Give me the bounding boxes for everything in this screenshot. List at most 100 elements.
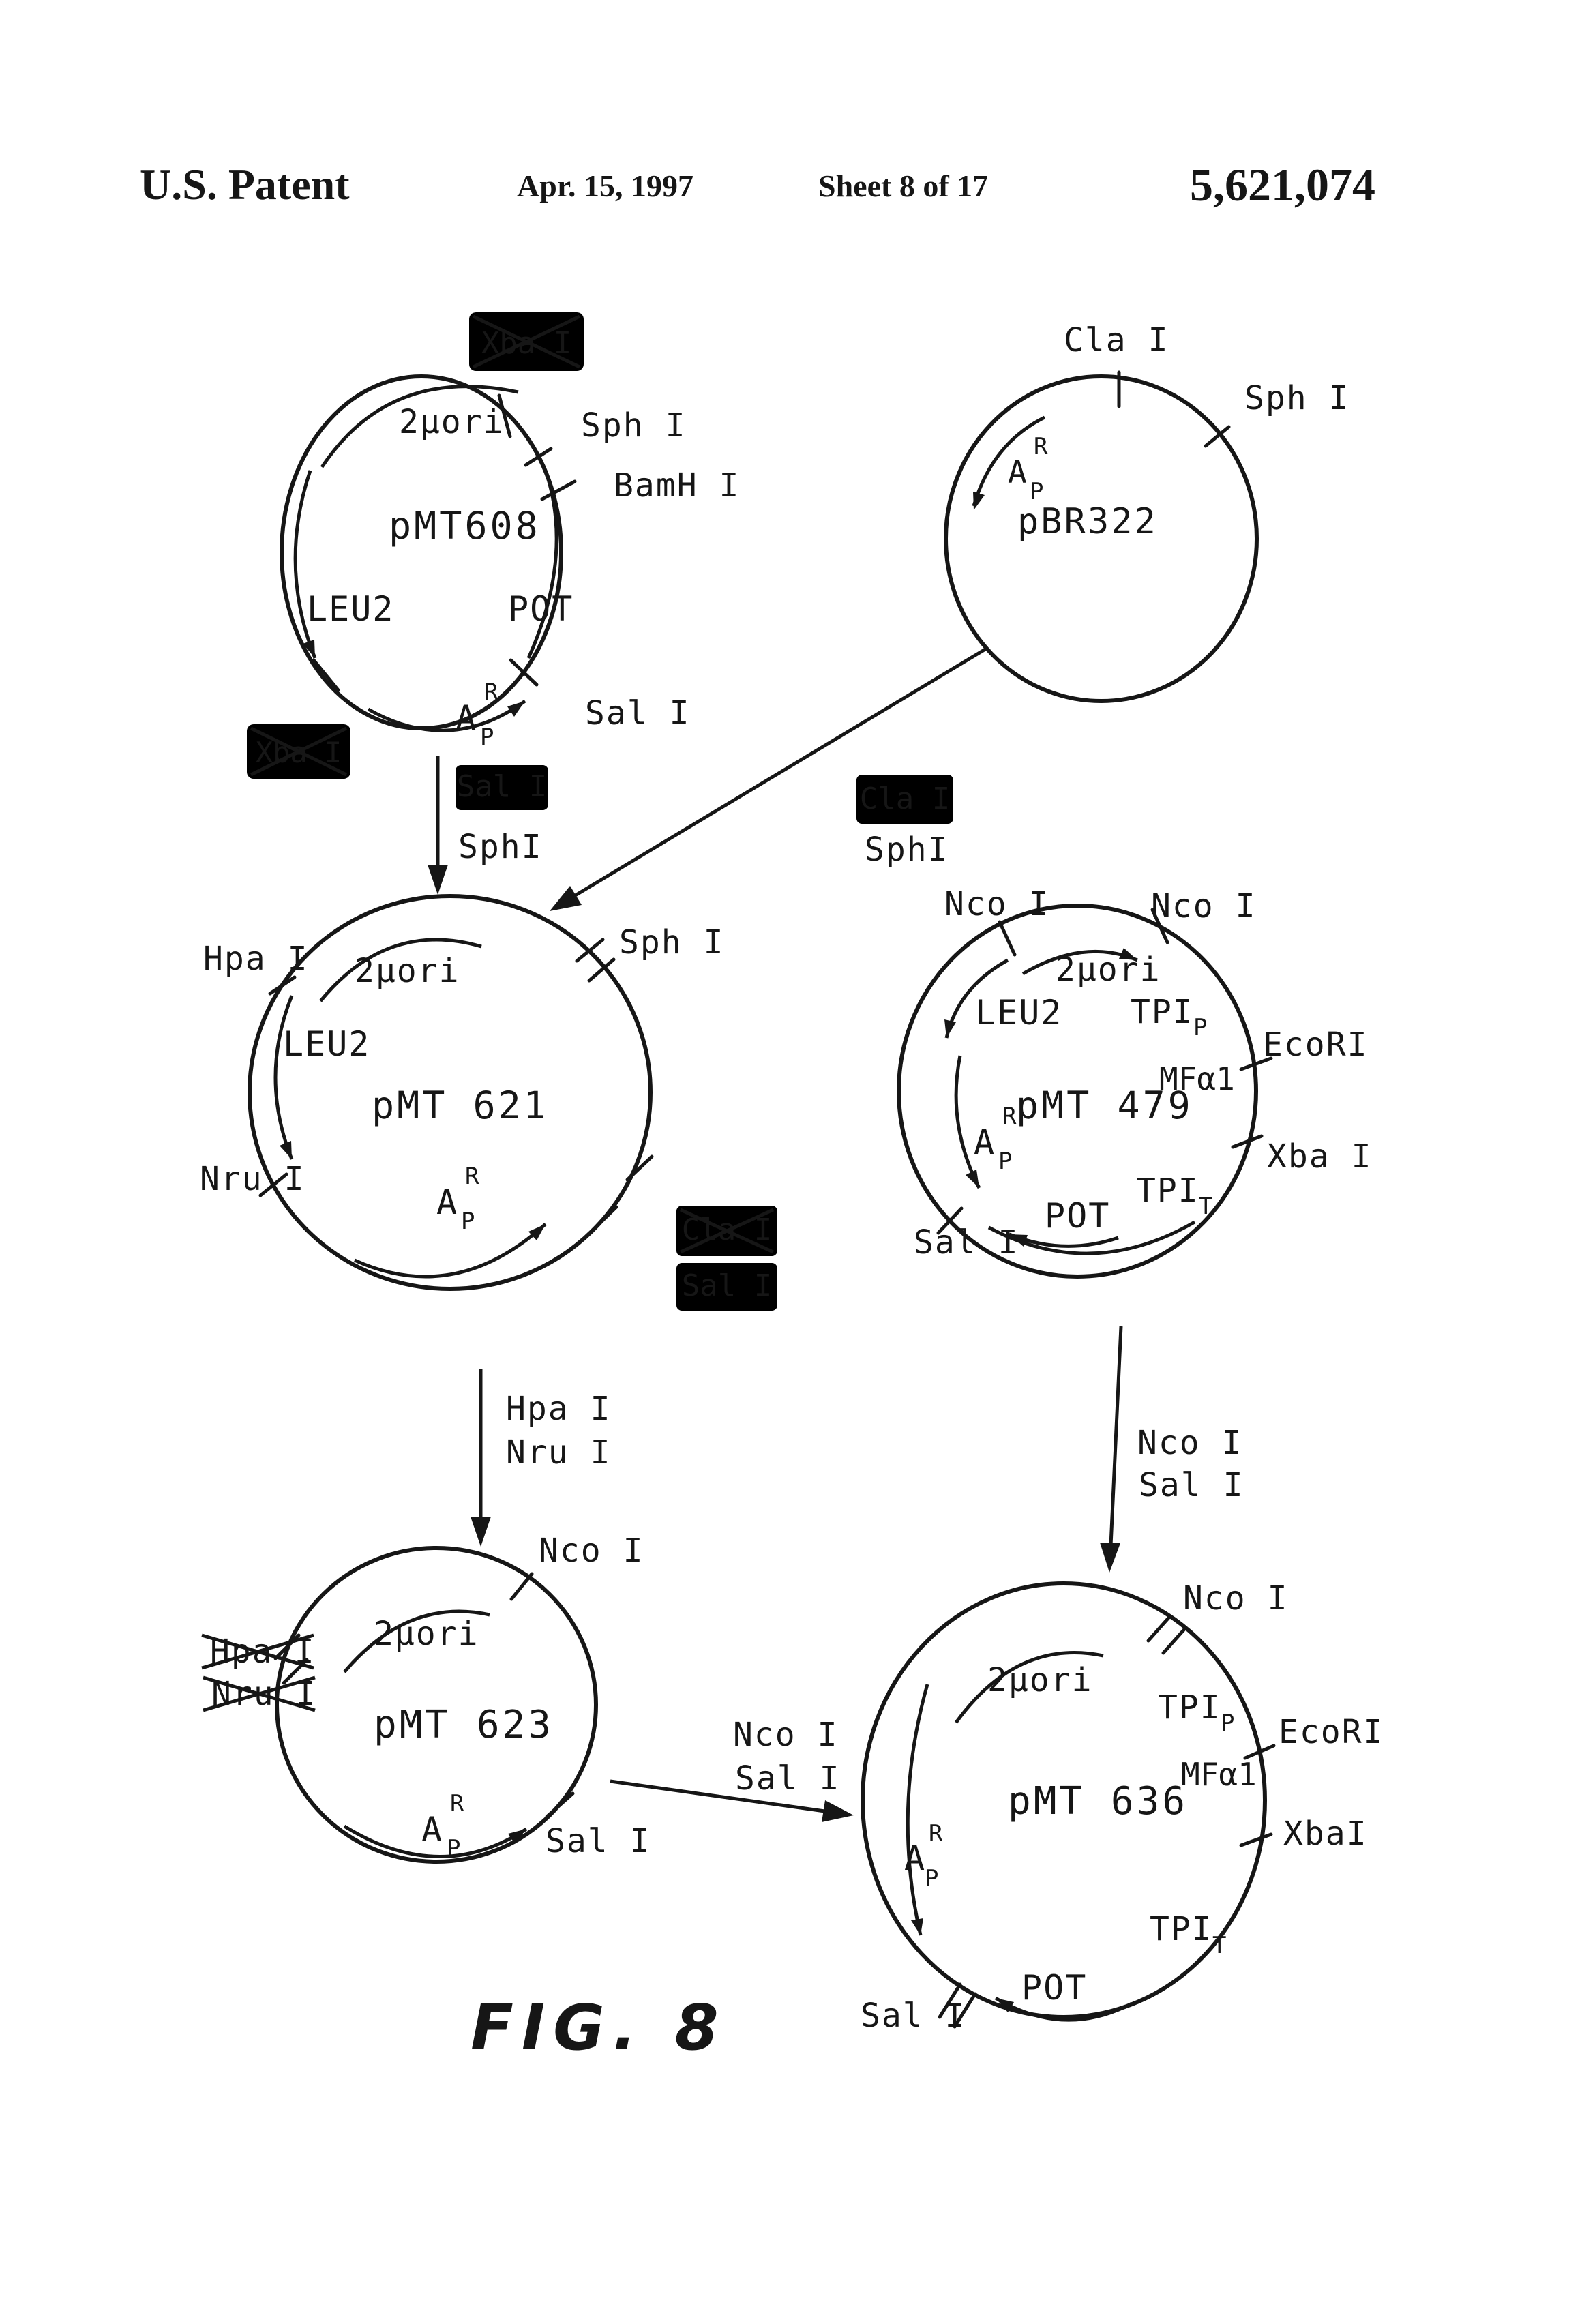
pmt623-amp-sup: R — [450, 1790, 464, 1817]
pmt636-nco-label: Nco I — [1183, 1579, 1289, 1618]
digest-arrow-hpa-nru: Hpa I Nru I — [471, 1369, 612, 1547]
pmt621-amp-arrowhead-icon — [528, 1224, 546, 1240]
pmt636-amp-label: A — [904, 1838, 926, 1878]
pmt479-pot-label: POT — [1045, 1196, 1110, 1236]
pmt623-amp-sub: P — [447, 1835, 460, 1862]
pbr322-name: pBR322 — [1017, 501, 1158, 542]
pbr322-amp-sup: R — [1034, 433, 1048, 460]
pmt608-pot-label: POT — [508, 589, 573, 629]
pmt608-leu2-arrowhead-icon — [303, 640, 315, 658]
pmt608-sph-tick — [524, 447, 553, 467]
pmt636-ori-label: 2μori — [987, 1661, 1093, 1699]
pmt608-ori-arc — [320, 385, 519, 468]
digest5-sal-label: Sal I — [735, 1759, 841, 1798]
pbr322-sph-label: Sph I — [1244, 379, 1350, 417]
digest2-sph-label: SphI — [865, 831, 949, 869]
pmt621-amp-arc — [353, 1223, 547, 1279]
pmt479-leu2-label: LEU2 — [975, 993, 1062, 1032]
patent-date: Apr. 15, 1997 — [517, 168, 693, 203]
pmt479-amp-sup: R — [1002, 1103, 1017, 1130]
pmt636-amp-arc — [906, 1684, 929, 1936]
pmt479-pot-arrowhead-icon — [1009, 1234, 1028, 1247]
pmt479-nco-left-label: Nco I — [944, 885, 1050, 923]
pmt608-amp-arc — [367, 699, 526, 732]
pbr322-amp-arrowhead-icon — [973, 492, 985, 510]
digest4-arrowhead-icon — [1100, 1543, 1120, 1573]
pmt479-amp-arc — [954, 1055, 981, 1189]
pmt608-amp-sup: R — [484, 679, 498, 706]
pmt636-sal-tick — [953, 1992, 977, 2029]
digest1-arrowhead-icon — [428, 865, 448, 895]
pmt479-sal-tick — [936, 1206, 964, 1235]
pmt621-amp-sup: R — [465, 1163, 479, 1190]
digest1-sph-label: SphI — [458, 828, 543, 866]
pmt621-nru-label: Nru I — [200, 1160, 305, 1198]
pmt621-sal-tick — [590, 1205, 618, 1233]
pmt621-right-tick — [625, 1154, 654, 1182]
pmt621-amp-label: A — [436, 1182, 458, 1222]
pmt608-amp-sub: P — [480, 724, 494, 751]
pmt621-hpa-tick — [268, 975, 297, 996]
pmt623-amp-arrowhead-icon — [508, 1829, 526, 1844]
pmt636-amp-sup: R — [929, 1820, 943, 1847]
pmt636-ecori-tick — [1243, 1744, 1276, 1760]
pmt636-pot-label: POT — [1021, 1968, 1087, 2008]
pmt621-sph-label: Sph I — [619, 923, 725, 962]
pbr322-amp-label: A — [1008, 453, 1027, 490]
pmt636-nco-tick — [1161, 1626, 1187, 1655]
pmt621-leu2-arc — [273, 995, 294, 1160]
header: U.S. Patent Apr. 15, 1997 Sheet 8 of 17 … — [140, 159, 1375, 211]
pmt479-ecori-label: EcoRI — [1263, 1026, 1369, 1064]
pmt623-circle — [275, 1546, 598, 1864]
digest3-nru-label: Nru I — [506, 1433, 612, 1472]
pmt608-leu2-arc — [293, 470, 317, 659]
pmt636-nco-tick — [1146, 1614, 1172, 1643]
pmt636-ecori-label: EcoRI — [1279, 1713, 1384, 1751]
digest3-arrowhead-icon — [471, 1517, 491, 1547]
pmt608-xba-tick — [497, 393, 512, 438]
pmt479-amp-arrowhead-icon — [966, 1170, 979, 1188]
plasmid-pmt623: Nco I 2μori Hpa I Nru I pMT 623 A R P Sa… — [201, 1532, 651, 1864]
pmt623-nco-tick — [509, 1572, 534, 1601]
pmt479-tpit-label: TPI — [1136, 1172, 1199, 1210]
pmt623-amp-label: A — [421, 1810, 443, 1849]
pmt621-ori-arc — [319, 938, 482, 1002]
pmt636-xba-label: XbaI — [1283, 1815, 1368, 1853]
digest5-nco-label: Nco I — [733, 1716, 839, 1754]
pmt623-hpa-cross-icon — [201, 1633, 314, 1670]
plasmid-pmt636: Nco I 2μori TPI P EcoRI MFα1 pMT 636 A R… — [861, 1579, 1384, 2035]
pmt479-amp-sub: P — [998, 1148, 1012, 1175]
pmt479-ori-arrowhead-icon — [1119, 948, 1137, 960]
patent-number: 5,621,074 — [1190, 159, 1375, 211]
digest2-arrow-line — [552, 647, 987, 910]
figure-label: FIG. 8 — [471, 1991, 727, 2064]
digest2-cla-box — [856, 775, 953, 824]
pbr322-sph-tick — [1204, 425, 1231, 448]
digest-arrow-cla-sph: Cla I SphI — [550, 647, 987, 911]
pmt621-ori-label: 2μori — [355, 952, 460, 990]
pmt479-mfa1-label: MFα1 — [1159, 1060, 1235, 1097]
pmt621-sph-tick — [575, 938, 605, 963]
pmt479-name: pMT 479 — [1016, 1084, 1193, 1127]
pmt623-sal-label: Sal I — [546, 1822, 651, 1860]
pmt621-name: pMT 621 — [372, 1084, 549, 1127]
pmt608-amp-label: A — [456, 698, 477, 738]
pmt608-sal-label: Sal I — [585, 694, 691, 732]
digest-arrow-nco-sal-vertical: Nco I Sal I — [1100, 1326, 1243, 1573]
digest4-arrow-line — [1108, 1326, 1123, 1561]
pmt608-xba-bottom-tick — [312, 658, 340, 692]
pmt479-xba-label: Xba I — [1267, 1137, 1373, 1176]
digest5-arrowhead-icon — [822, 1800, 854, 1822]
pmt623-ori-arc — [343, 1609, 490, 1673]
pmt621-cla-cross-icon — [679, 1208, 775, 1254]
pmt636-pot-arrowhead-icon — [996, 1998, 1014, 2012]
pmt608-ori-label: 2μori — [399, 403, 505, 441]
pmt608-xba-top-cross-icon — [472, 314, 581, 369]
plasmid-pmt608: Xba I Xba I 2μori Sph I BamH I pMT608 LE… — [247, 312, 738, 779]
pmt636-circle — [861, 1581, 1267, 2019]
pmt479-sal-label: Sal I — [914, 1223, 1019, 1262]
pmt623-sal-tick — [545, 1791, 575, 1819]
digest5-arrow-line — [610, 1779, 845, 1816]
plasmid-pmt479: Nco I Nco I 2μori LEU2 TPI P EcoRI MFα1 … — [897, 885, 1373, 1279]
